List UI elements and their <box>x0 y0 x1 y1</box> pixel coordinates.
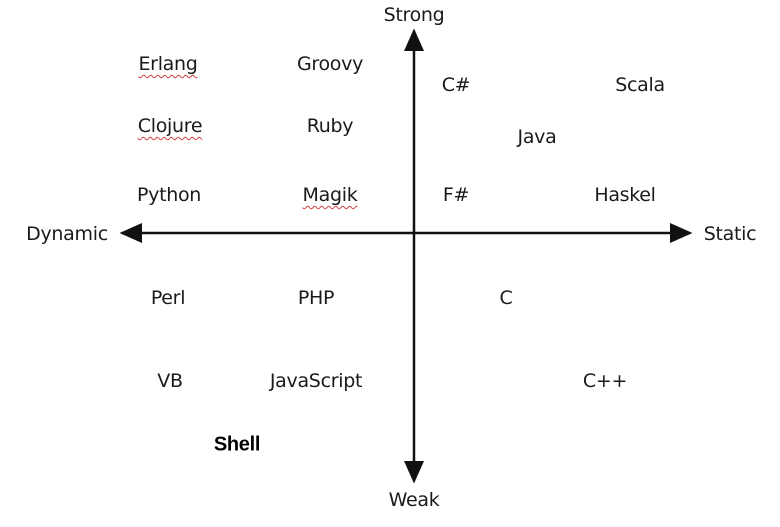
language-ruby: Ruby <box>306 115 354 137</box>
axis-label-weak: Weak <box>388 489 440 511</box>
language-fsharp: F# <box>442 184 470 206</box>
axis-label-static: Static <box>703 223 757 245</box>
language-shell: Shell <box>213 433 261 456</box>
language-python: Python <box>136 184 202 206</box>
language-javascript: JavaScript <box>269 370 363 392</box>
language-c: C <box>499 287 513 309</box>
language-java: Java <box>517 126 557 148</box>
language-php: PHP <box>297 287 335 309</box>
language-haskel: Haskel <box>594 184 656 206</box>
language-erlang: Erlang <box>138 53 198 75</box>
language-cpp: C++ <box>582 370 628 392</box>
axis-label-dynamic: Dynamic <box>26 223 108 245</box>
language-vb: VB <box>157 370 183 392</box>
language-clojure: Clojure <box>137 115 203 137</box>
language-magik: Magik <box>302 184 358 206</box>
axis-label-strong: Strong <box>383 4 445 26</box>
language-scala: Scala <box>615 74 665 96</box>
language-groovy: Groovy <box>296 53 364 75</box>
language-csharp: C# <box>441 74 471 96</box>
language-perl: Perl <box>150 287 186 309</box>
